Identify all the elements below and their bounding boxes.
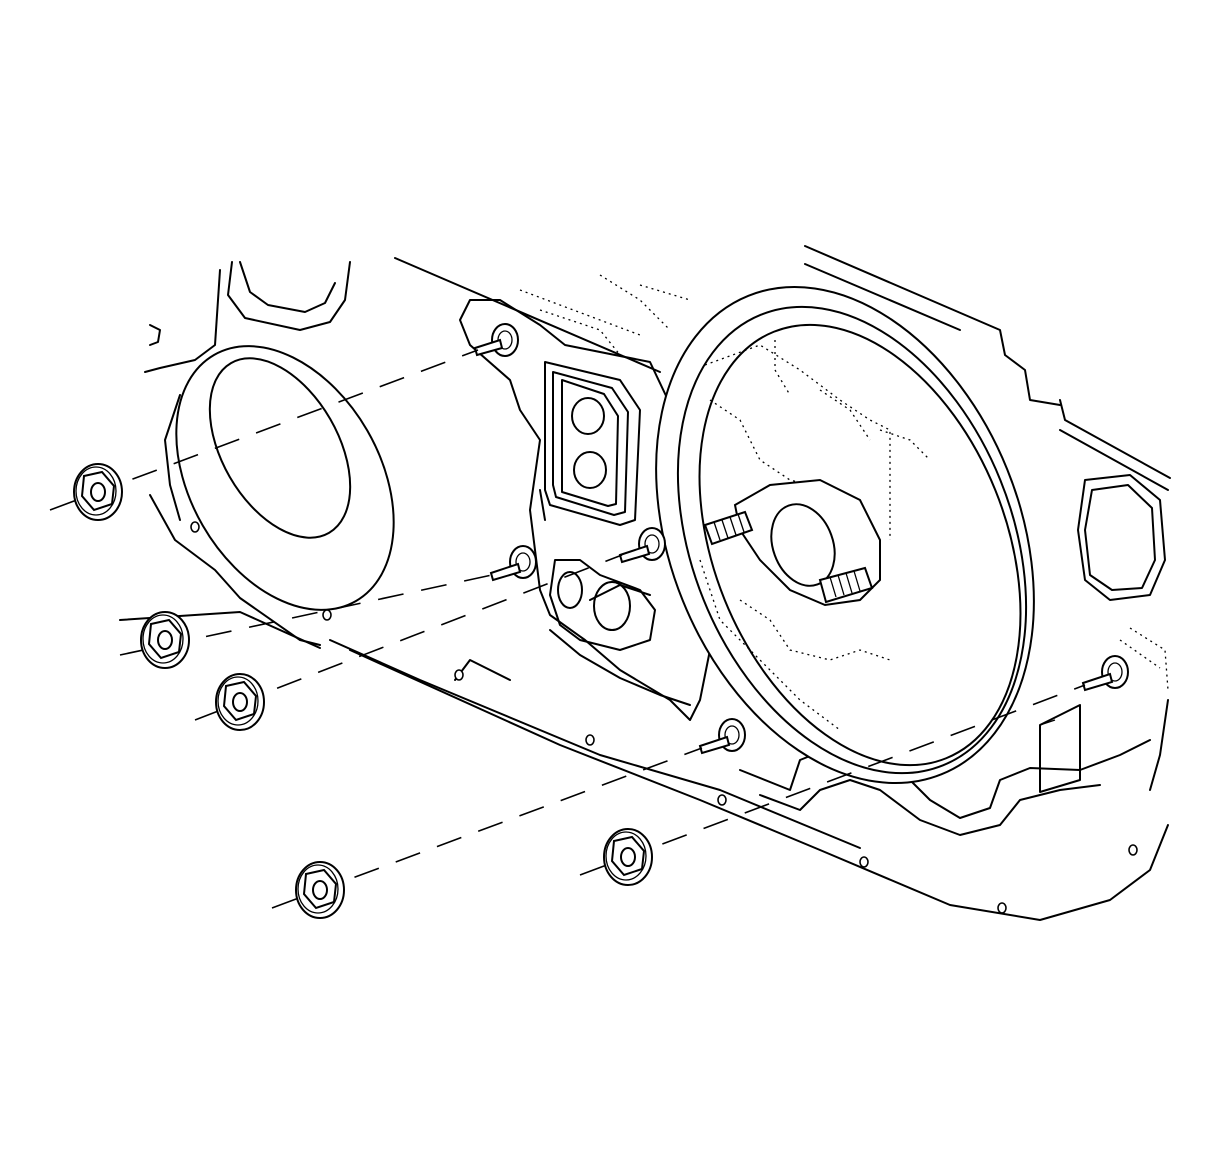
rivet-hole xyxy=(1128,844,1138,856)
stud xyxy=(473,323,519,357)
torque-converter-flexplate xyxy=(655,285,1035,785)
center-housing xyxy=(459,299,711,721)
rivet-hole xyxy=(585,734,595,746)
stud xyxy=(618,527,666,564)
rivet-hole xyxy=(717,794,727,806)
flange-nuts xyxy=(73,463,653,919)
flange-nut xyxy=(73,463,123,521)
threaded-stud xyxy=(703,510,754,546)
rivet-hole xyxy=(322,609,332,621)
rivet-hole xyxy=(454,669,464,681)
threaded-stud xyxy=(818,566,874,604)
stud xyxy=(489,545,537,582)
stud xyxy=(698,718,746,755)
rivet-hole xyxy=(997,902,1007,914)
flange-nut xyxy=(295,861,345,919)
rivet-hole xyxy=(190,521,200,533)
flange-nut xyxy=(603,828,653,886)
stud xyxy=(1081,655,1129,692)
flange-nut xyxy=(215,673,265,731)
mounting-studs xyxy=(473,323,1129,755)
rivet-hole xyxy=(859,856,869,868)
flange-nut xyxy=(140,611,190,669)
